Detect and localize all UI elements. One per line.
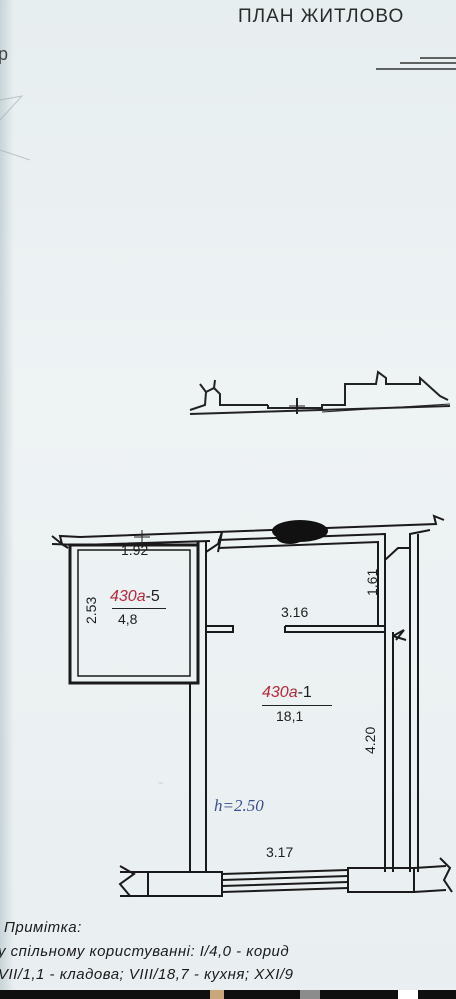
header-rule-lines: [376, 57, 456, 70]
page-edge-shadow: [0, 0, 14, 990]
room-number-suffix: -5: [145, 588, 160, 605]
note-line-rooms: VII/1,1 - кладова; VIII/18,7 - кухня; XX…: [0, 966, 294, 983]
room-area-main: 18,1: [276, 708, 304, 724]
room-number: 430а: [262, 684, 298, 701]
dimension-label-left-height: 2.53: [83, 596, 99, 624]
upper-floor-fragment: [189, 370, 451, 415]
thumbnail-chip: [398, 990, 418, 999]
document-title: ПЛАН ЖИТЛОВО: [238, 6, 405, 27]
thumbnail-chip: [210, 990, 224, 999]
room-area-small: 4,8: [118, 611, 138, 627]
faint-watermark: ~: [158, 778, 163, 788]
room-number: 430а: [110, 588, 146, 605]
room-label-small: 430а-5: [110, 588, 160, 606]
room-label-main: 430а-1: [262, 684, 312, 702]
note-heading: Примітка:: [4, 919, 82, 936]
ceiling-height-label: h=2.50: [214, 796, 264, 815]
thumbnail-chip: [300, 990, 320, 999]
paper-creases: [0, 95, 31, 161]
dimension-label-partition: 3.16: [281, 604, 309, 620]
room-number-suffix: -1: [297, 684, 312, 701]
dimension-marks: [134, 530, 150, 548]
dimension-label-top-left: 1.92: [121, 542, 149, 558]
main-plan-walls: [51, 514, 453, 897]
dimension-label-right-upper: 1.61: [364, 568, 380, 596]
dimension-label-right-lower: 4.20: [362, 726, 378, 754]
cut-off-text: р: [0, 44, 9, 64]
room-label-divider: [112, 608, 166, 609]
bottom-thumbnail-strip: [0, 990, 456, 999]
room-label-divider: [262, 705, 332, 706]
note-line-shared-use: у спільному користуванні: I/4,0 - корид: [0, 943, 290, 960]
dimension-label-bottom: 3.17: [266, 844, 294, 860]
